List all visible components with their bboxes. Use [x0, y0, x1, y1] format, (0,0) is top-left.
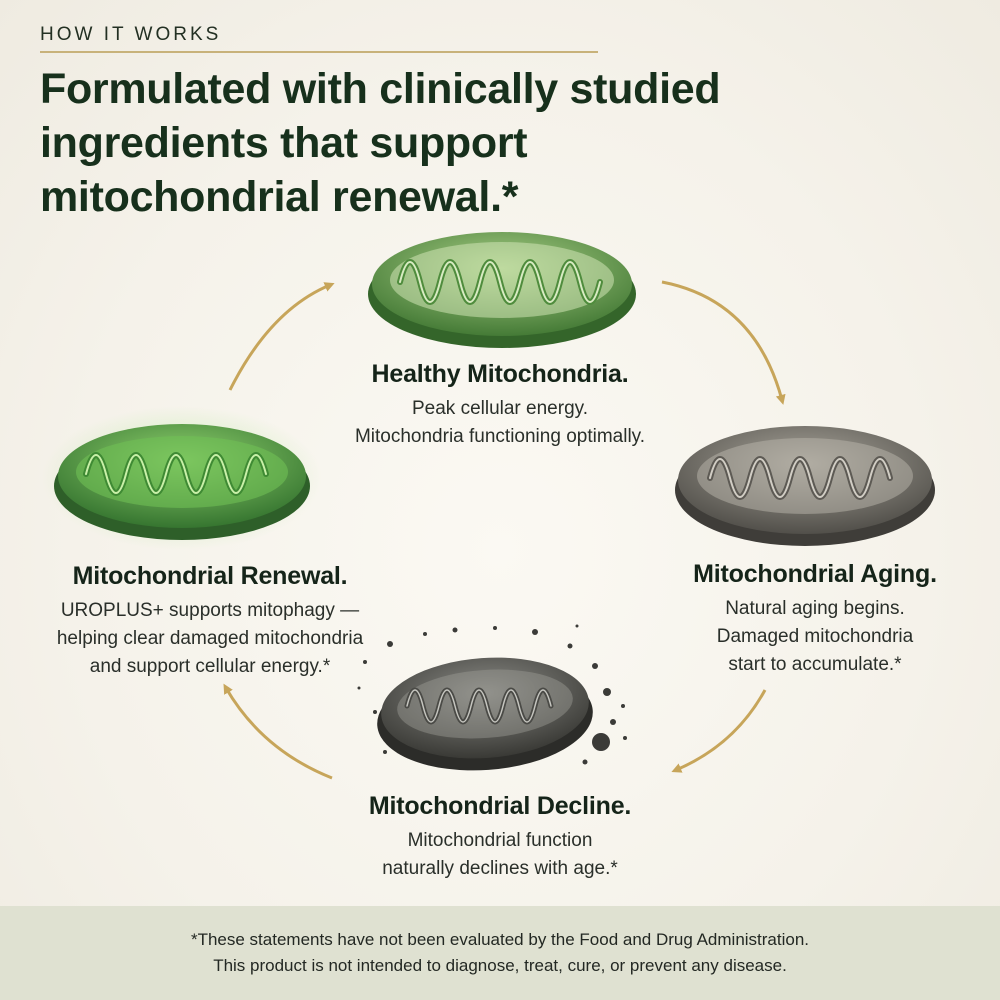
disclaimer-line-2: This product is not intended to diagnose… — [213, 956, 787, 975]
stage-renewal-title: Mitochondrial Renewal. — [72, 562, 348, 590]
stage-healthy: Healthy Mitochondria. Peak cellular ener… — [300, 360, 700, 451]
declining-mitochondrion-icon — [357, 624, 627, 771]
stage-renewal-description: UROPLUS+ supports mitophagy — helping cl… — [56, 600, 364, 677]
arrow-renewal-to-healthy — [228, 282, 335, 391]
arrow-healthy-to-aging — [661, 280, 786, 405]
stage-healthy-description: Peak cellular energy. Mitochondria funct… — [354, 398, 646, 447]
stage-aging: Mitochondrial Aging. Natural aging begin… — [650, 560, 980, 679]
stage-aging-description: Natural aging begins. Damaged mitochondr… — [716, 598, 914, 675]
stage-healthy-title: Healthy Mitochondria. — [371, 360, 629, 388]
stage-decline-description: Mitochondrial function naturally decline… — [382, 830, 618, 879]
arrow-aging-to-decline — [671, 689, 767, 773]
arrow-decline-to-renewal — [223, 683, 333, 780]
eyebrow-rule — [40, 51, 598, 53]
renewed-mitochondrion-icon — [42, 406, 322, 550]
stage-renewal: Mitochondrial Renewal. UROPLUS+ supports… — [20, 562, 400, 681]
healthy-mitochondrion-icon — [368, 232, 636, 348]
stage-aging-title: Mitochondrial Aging. — [693, 560, 937, 588]
eyebrow-label: HOW IT WORKS — [40, 24, 222, 45]
aging-mitochondrion-icon — [675, 426, 935, 546]
stage-decline-title: Mitochondrial Decline. — [368, 792, 632, 820]
disclaimer-footer: *These statements have not been evaluate… — [0, 906, 1000, 1000]
page-headline: Formulated with clinically studied ingre… — [40, 65, 721, 221]
stage-decline: Mitochondrial Decline. Mitochondrial fun… — [300, 792, 700, 883]
disclaimer-line-1: *These statements have not been evaluate… — [190, 930, 810, 949]
